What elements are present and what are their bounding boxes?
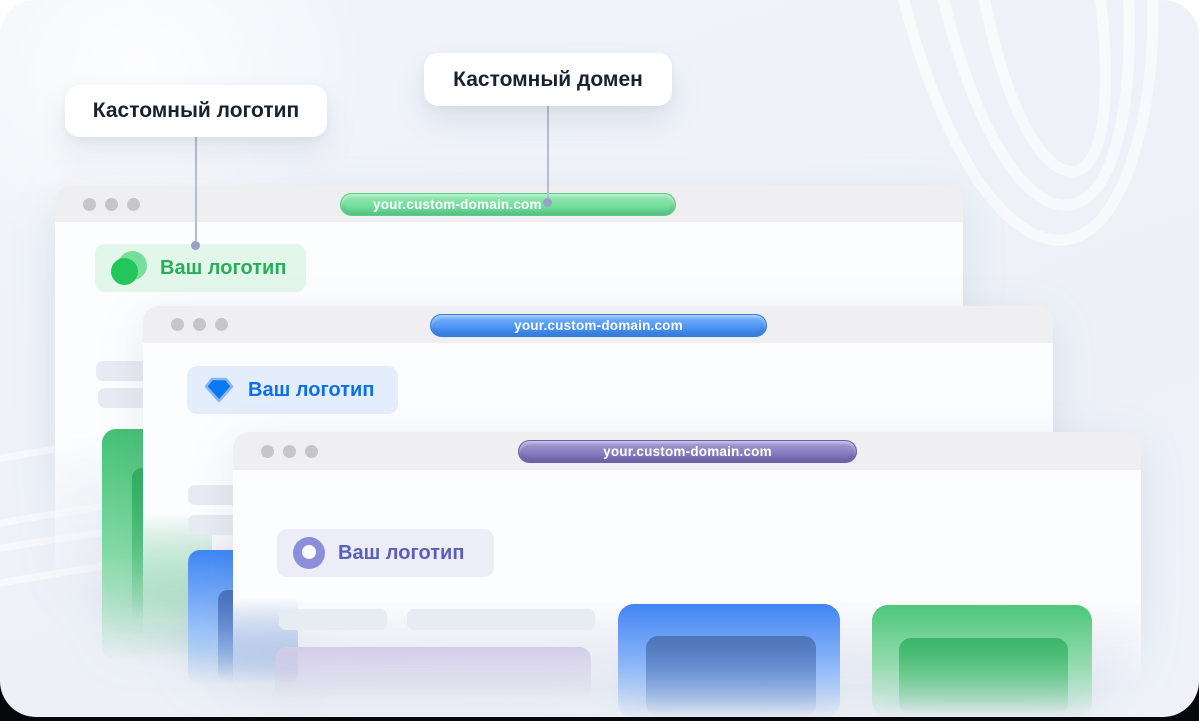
logo-badge: Ваш логотип (187, 366, 398, 414)
browser-window-purple: your.custom-domain.com Ваш логотип (233, 432, 1141, 717)
callout-custom-logo: Кастомный логотип (65, 85, 327, 137)
logo-text: Ваш логотип (160, 256, 287, 279)
skeleton-line (407, 609, 595, 630)
window-control-dot (105, 197, 118, 211)
callout-label: Кастомный логотип (92, 99, 300, 122)
overlapping-circles-icon (111, 251, 147, 285)
callout-connector-dot (543, 198, 552, 207)
window-controls (143, 318, 228, 331)
address-bar[interactable]: your.custom-domain.com (340, 193, 676, 216)
donut-icon (293, 537, 325, 569)
content-card-inner (899, 638, 1068, 715)
callout-connector-line (547, 106, 549, 199)
address-bar[interactable]: your.custom-domain.com (430, 314, 767, 337)
address-bar-url: your.custom-domain.com (603, 444, 772, 459)
window-control-dot (127, 197, 140, 211)
callout-label: Кастомный домен (453, 67, 643, 91)
logo-badge: Ваш логотип (277, 529, 494, 577)
content-card-green (872, 605, 1092, 717)
window-control-dot (215, 318, 228, 331)
window-controls (55, 197, 140, 211)
address-bar-url: your.custom-domain.com (514, 318, 683, 333)
content-bar-purple (275, 647, 591, 699)
callout-custom-domain: Кастомный домен (424, 53, 672, 106)
callout-connector-line (195, 137, 197, 241)
page-body: Ваш логотип (233, 470, 1141, 717)
window-control-dot (193, 318, 206, 331)
address-bar[interactable]: your.custom-domain.com (518, 440, 857, 463)
window-control-dot (83, 197, 96, 211)
logo-text: Ваш логотип (338, 541, 465, 564)
address-bar-url: your.custom-domain.com (373, 197, 542, 212)
callout-connector-dot (191, 241, 200, 250)
logo-text: Ваш логотип (248, 378, 375, 401)
diamond-icon (204, 377, 234, 403)
window-control-dot (305, 444, 318, 458)
window-controls (233, 444, 318, 458)
window-control-dot (171, 318, 184, 331)
content-card-inner (646, 636, 816, 716)
window-control-dot (283, 444, 296, 458)
content-card-blue (618, 604, 840, 717)
logo-badge: Ваш логотип (95, 244, 306, 292)
window-control-dot (261, 444, 274, 458)
skeleton-line (279, 609, 387, 630)
